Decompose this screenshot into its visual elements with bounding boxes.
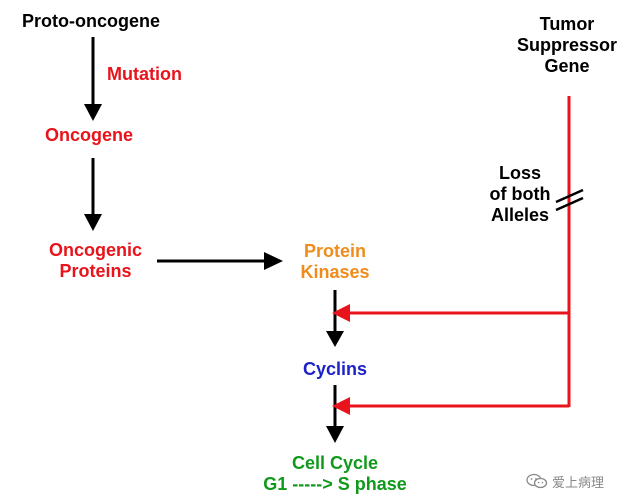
tumor-suppressor-gene-label: Tumor Suppressor Gene xyxy=(497,14,637,77)
proto-oncogene-label: Proto-oncogene xyxy=(22,11,160,31)
protein-kinases-line2: Kinases xyxy=(300,262,370,282)
allele-break-marks xyxy=(555,188,584,212)
loss-line3: Alleles xyxy=(490,205,550,225)
arrow-cyclins-to-cell-cycle xyxy=(326,385,344,443)
tumor-suppressor-line2: Suppressor xyxy=(516,35,618,55)
tumor-suppressor-line1: Tumor xyxy=(539,14,595,34)
mutation-label: Mutation xyxy=(107,64,182,84)
cyclins-label: Cyclins xyxy=(302,359,368,379)
cell-cycle-label: Cell Cycle G1 -----> S phase xyxy=(246,453,424,495)
wechat-icon xyxy=(526,473,548,489)
watermark-text: 爱上病理 xyxy=(552,475,605,491)
oncogenic-proteins-label: Oncogenic Proteins xyxy=(38,240,153,282)
loss-line1: Loss xyxy=(498,163,541,183)
arrow-proto-to-oncogene xyxy=(84,37,102,121)
cell-cycle-line1: Cell Cycle xyxy=(291,453,379,473)
loss-line2: of both xyxy=(489,184,551,204)
tumor-suppressor-inhibition-line xyxy=(332,96,571,415)
red-arrowhead-upper xyxy=(332,304,350,322)
protein-kinases-label: Protein Kinases xyxy=(285,241,385,283)
loss-of-alleles-label: Loss of both Alleles xyxy=(475,163,565,226)
oncogenic-proteins-line2: Proteins xyxy=(59,261,132,281)
red-arrowhead-lower xyxy=(332,397,350,415)
cell-cycle-line2: G1 -----> S phase xyxy=(263,474,407,494)
protein-kinases-line1: Protein xyxy=(303,241,366,261)
arrow-kinases-to-cyclins xyxy=(326,290,344,347)
oncogene-label: Oncogene xyxy=(45,125,134,145)
watermark: 爱上病理 xyxy=(526,470,604,492)
arrow-oncogene-to-oncogenic-proteins xyxy=(84,158,102,231)
arrow-oncogenic-to-kinases xyxy=(157,252,283,270)
oncogenic-proteins-line1: Oncogenic xyxy=(48,240,142,260)
tumor-suppressor-line3: Gene xyxy=(544,56,590,76)
